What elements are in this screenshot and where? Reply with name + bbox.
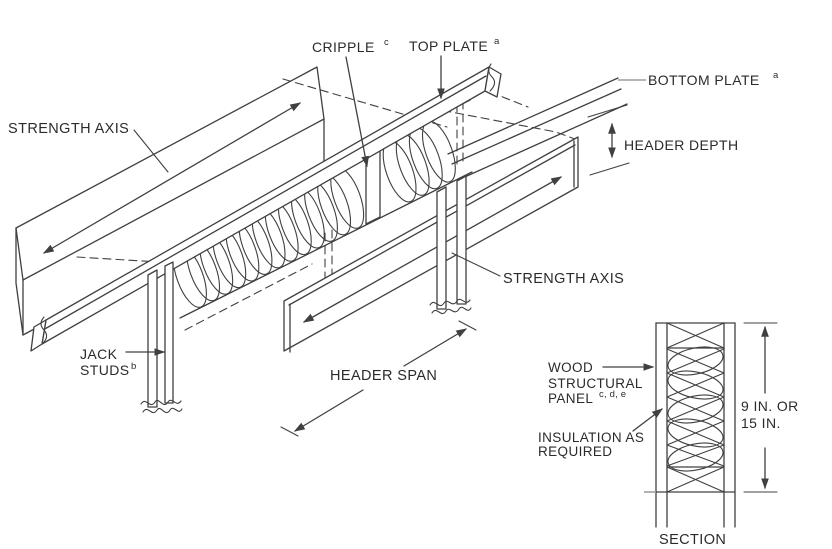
label-wood: WOOD [548,360,593,375]
label-insulation-2: REQUIRED [538,444,612,459]
label-strength-axis-left: STRENGTH AXIS [8,121,129,137]
header-span-dimension [280,320,477,437]
label-cripple: CRIPPLE [312,39,375,55]
label-panel-sup: c, d, e [599,389,626,400]
far-structural-panel [15,66,325,336]
label-jack-sup: b [131,361,136,372]
label-bottom-plate-sup: a [773,70,779,81]
break-mark [431,306,472,315]
label-top-plate-sup: a [494,36,500,47]
jack-studs-right [429,175,472,315]
label-section-caption: SECTION [659,532,726,548]
label-header-span: HEADER SPAN [330,368,437,384]
label-bottom-plate: BOTTOM PLATE [648,72,760,88]
label-panel: PANEL [548,391,593,406]
section-insulation-batt [667,346,724,472]
cripple-leader [345,56,369,168]
jack-studs-left [140,261,183,414]
break-mark [140,399,182,406]
bottom-plate-beam [447,77,628,181]
break-mark [40,316,48,345]
plate-x-brace-top [666,322,725,349]
strength-axis-arrow-left [42,102,302,254]
strength-axis-left-leader [133,129,169,173]
label-top-plate: TOP PLATE [409,38,488,54]
plate-x-brace-bottom [666,466,725,493]
label-dim-1: 9 IN. OR [741,398,799,414]
label-structural: STRUCTURAL [548,376,643,391]
strength-axis-right-leader [451,252,501,277]
near-structural-panel [283,136,579,353]
strength-axis-arrow-right [302,176,563,323]
break-mark [429,298,471,307]
leader-lines [125,55,646,356]
header-depth-dimension [587,104,630,176]
insulation-leader [632,408,664,432]
label-cripple-sup: c [384,37,389,48]
label-studs: STUDS [80,362,129,378]
break-mark [488,63,496,92]
labels: STRENGTH AXIS CRIPPLE c TOP PLATE a BOTT… [8,36,779,384]
label-insulation-1: INSULATION AS [538,430,644,445]
label-strength-axis-right: STRENGTH AXIS [503,271,624,287]
label-jack: JACK [80,346,118,362]
hidden-cripple-right [456,100,464,169]
label-header-depth: HEADER DEPTH [624,137,738,153]
break-mark [142,407,183,414]
section-detail: WOOD STRUCTURAL PANEL c, d, e INSULATION… [538,322,799,548]
label-dim-2: 15 IN. [741,415,781,431]
